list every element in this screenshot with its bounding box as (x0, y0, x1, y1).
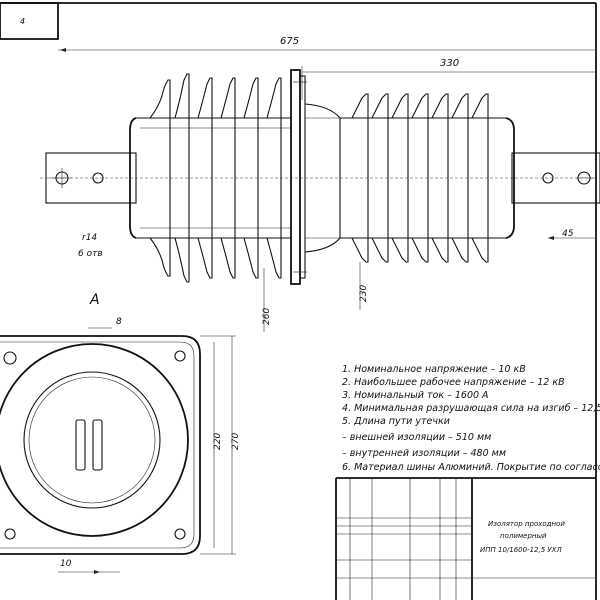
dim-plate-width: 45 (562, 229, 574, 239)
dim-base-inner: 220 (213, 433, 223, 450)
busbar-slot (92, 419, 103, 471)
dimension-260: 260 (262, 268, 272, 332)
busbar-slot (75, 419, 86, 471)
view-a-label: A (89, 292, 100, 308)
note-line: – внешней изоляции – 510 мм (342, 432, 491, 443)
title-name-line1: Изолятор проходной (488, 520, 565, 528)
note-line: 5. Длина пути утечки (342, 416, 450, 427)
dim-shed-right: 230 (359, 285, 369, 302)
dimension-45: 45 (548, 229, 596, 240)
technical-notes: 1. Номинальное напряжение – 10 кВ 2. Наи… (342, 364, 600, 473)
insulator-side-view (40, 69, 600, 285)
dim-base-outer: 270 (231, 433, 241, 450)
note-line: 6. Материал шины Алюминий. Покрытие по с… (342, 462, 600, 473)
note-line: – внутренней изоляции – 480 мм (342, 448, 506, 459)
mounting-hole (4, 528, 16, 540)
dimension-230: 230 (359, 262, 369, 310)
hole-quantity-label: 6 отв (78, 249, 103, 259)
note-line: 3. Номинальный ток – 1600 А (342, 390, 489, 401)
flange-outer-circle (0, 343, 189, 537)
dimension-675: 675 (58, 36, 596, 52)
dim-shed-left: 260 (262, 308, 272, 325)
title-block: Изолятор проходной полимерный ИПП 10/160… (335, 477, 596, 600)
dim-right-length: 330 (440, 58, 459, 69)
dimension-330: 330 (301, 58, 596, 100)
hole-callout: r14 6 отв (78, 233, 103, 259)
title-designation: ИПП 10/1600-12,5 УХЛ (480, 546, 562, 554)
note-line: 1. Номинальное напряжение – 10 кВ (342, 364, 526, 375)
dim-bottom-offset: 10 (60, 559, 72, 569)
mounting-hole (3, 351, 17, 365)
mounting-hole (174, 528, 186, 540)
note-line: 4. Минимальная разрушающая сила на изгиб… (342, 403, 600, 414)
mounting-hole (174, 350, 186, 362)
hole-radius-label: r14 (82, 233, 97, 243)
view-a: A 8 10 220 270 (0, 292, 241, 574)
dim-overall-length: 675 (280, 36, 299, 47)
mounting-flange (290, 69, 341, 285)
body-circle (23, 371, 161, 509)
dim-offset-small: 8 (116, 317, 122, 327)
note-line: 2. Наибольшее рабочее напряжение – 12 кВ (342, 377, 565, 388)
frame-digit: 4 (20, 17, 25, 26)
title-name-line2: полимерный (500, 532, 547, 540)
